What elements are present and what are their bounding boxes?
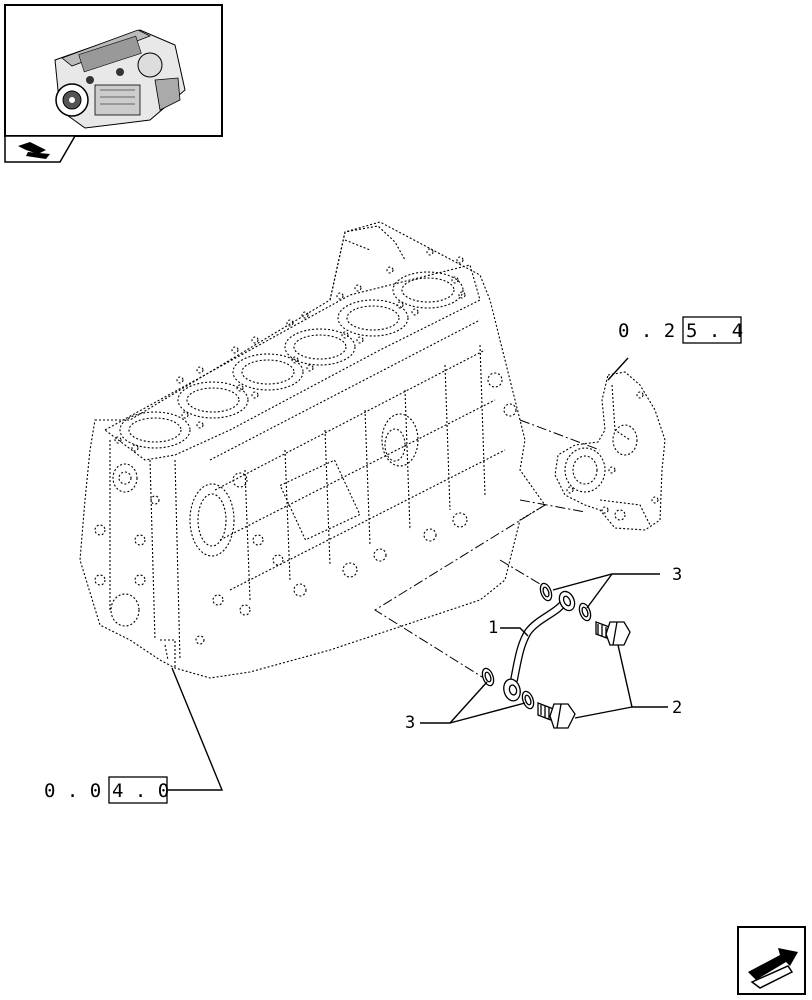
- callout-3-lower: 3: [405, 713, 415, 733]
- block-reference-link[interactable]: 0 . 0 4 . 0: [44, 776, 169, 804]
- cover-reference-prefix: 0 . 2: [618, 320, 675, 342]
- callout-1: 1: [488, 618, 498, 638]
- oil-pipe[interactable]: [501, 589, 577, 703]
- callout-3-upper: 3: [672, 565, 682, 585]
- block-reference-boxed: 4 . 0: [112, 780, 169, 802]
- engine-thumbnail-icon[interactable]: [4, 4, 223, 137]
- next-page-arrow-icon[interactable]: [737, 926, 806, 995]
- cover-reference-link[interactable]: 0 . 2 5 . 4: [618, 316, 743, 344]
- engine-block: [79, 221, 546, 679]
- timing-cover: [554, 371, 666, 531]
- banjo-screw-upper[interactable]: [595, 621, 631, 646]
- seal-ring-lower-left[interactable]: [480, 667, 496, 687]
- alignment-lines: [374, 419, 601, 686]
- parts-tab-icon[interactable]: [4, 135, 77, 163]
- leader-lines: [168, 357, 668, 791]
- seal-ring-lower-right[interactable]: [520, 690, 536, 710]
- seal-ring-upper-right[interactable]: [577, 602, 593, 622]
- callout-2: 2: [672, 698, 682, 718]
- seal-ring-upper-left[interactable]: [538, 582, 554, 602]
- block-reference-prefix: 0 . 0: [44, 780, 101, 802]
- banjo-screw-lower[interactable]: [537, 702, 576, 729]
- cover-reference-boxed: 5 . 4: [686, 320, 743, 342]
